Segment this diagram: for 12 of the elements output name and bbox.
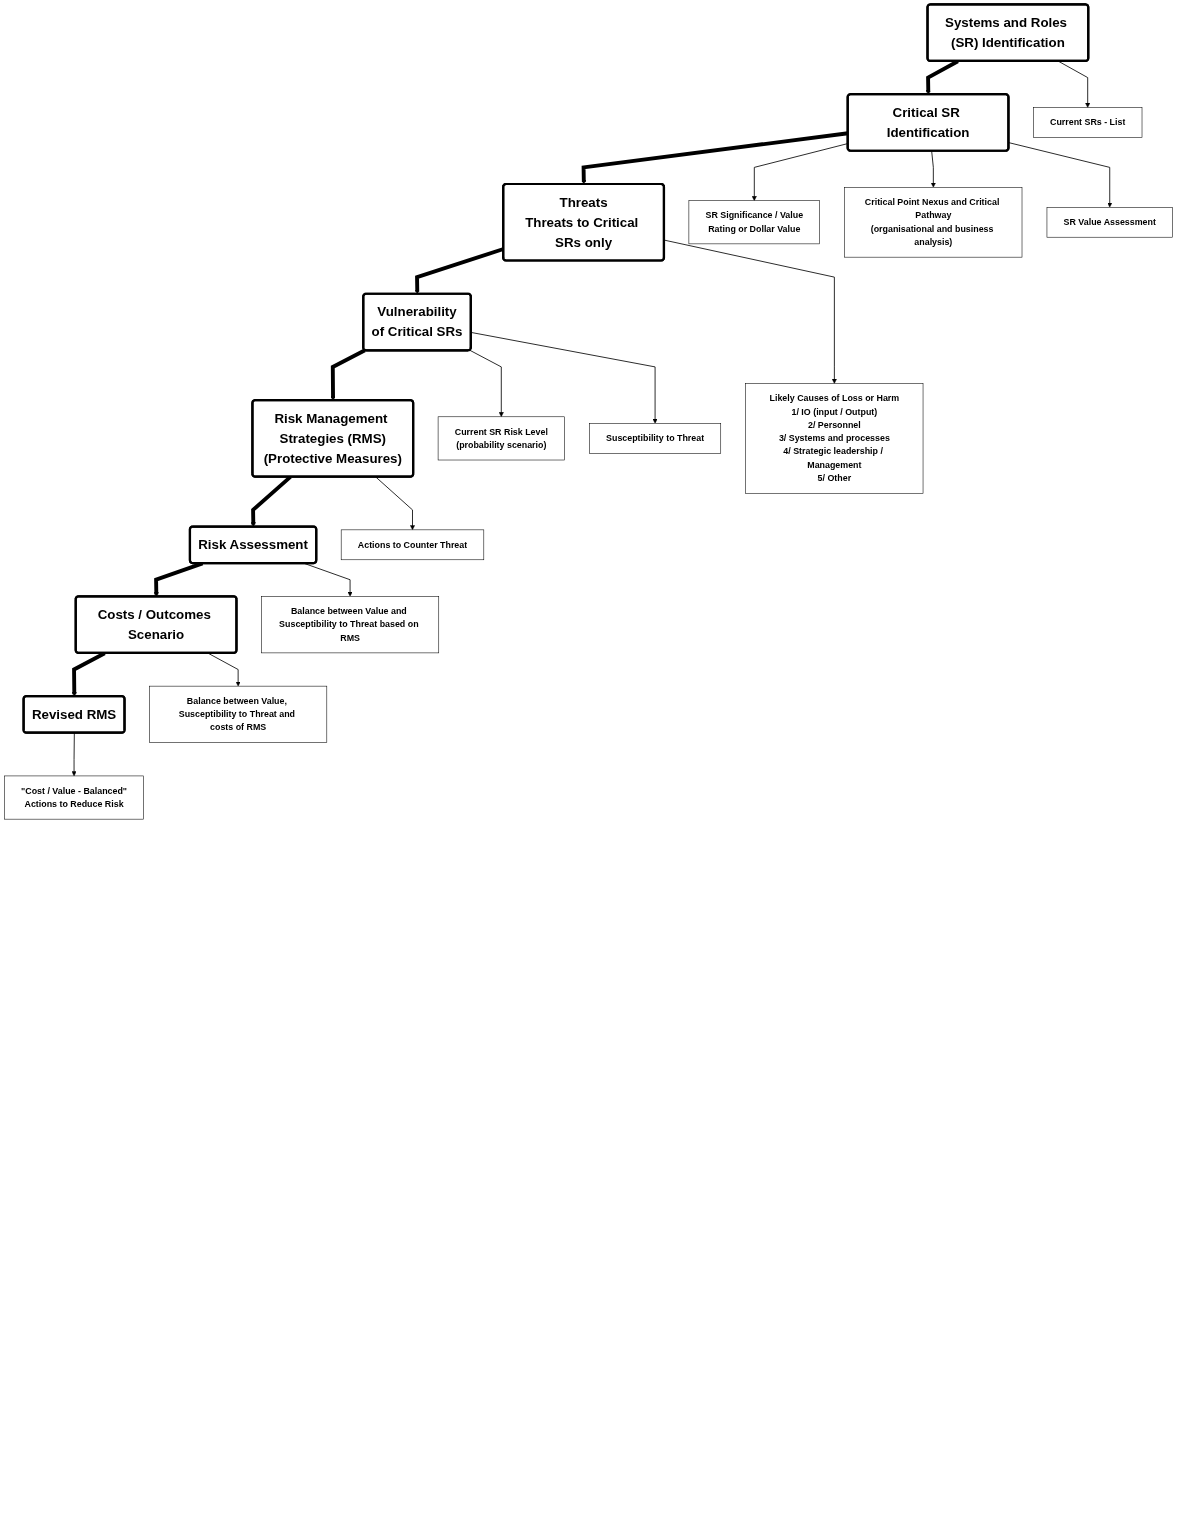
node-box: Critical Point Nexus and Critical Pathway (organisational and business analysis)	[844, 187, 1023, 258]
node-box: Susceptibility to Threat	[589, 423, 722, 454]
node-box: Likely Causes of Loss or Harm 1/ IO (input / Output) 2/ Personnel 3/ Systems and processes 4/ Strategic leadership / Management 5/ Other	[745, 383, 924, 494]
node-box: Actions to Counter Threat	[340, 529, 485, 561]
node-box: SR Significance / Value Rating or Dollar Value	[688, 200, 820, 245]
node-box: Balance between Value, Susceptibility to Threat and costs of RMS	[149, 685, 328, 743]
node-box: Current SRs - List	[1033, 107, 1143, 138]
node-box: Balance between Value and Susceptibility to Threat based on RMS	[261, 596, 440, 654]
node-box: SR Value Assessment	[1046, 207, 1173, 238]
arrow	[330, 348, 366, 401]
node-box: Current SR Risk Level (probability scenario)	[437, 416, 565, 461]
node-box: "Cost / Value - Balanced" Actions to Reduce Risk	[4, 775, 144, 820]
